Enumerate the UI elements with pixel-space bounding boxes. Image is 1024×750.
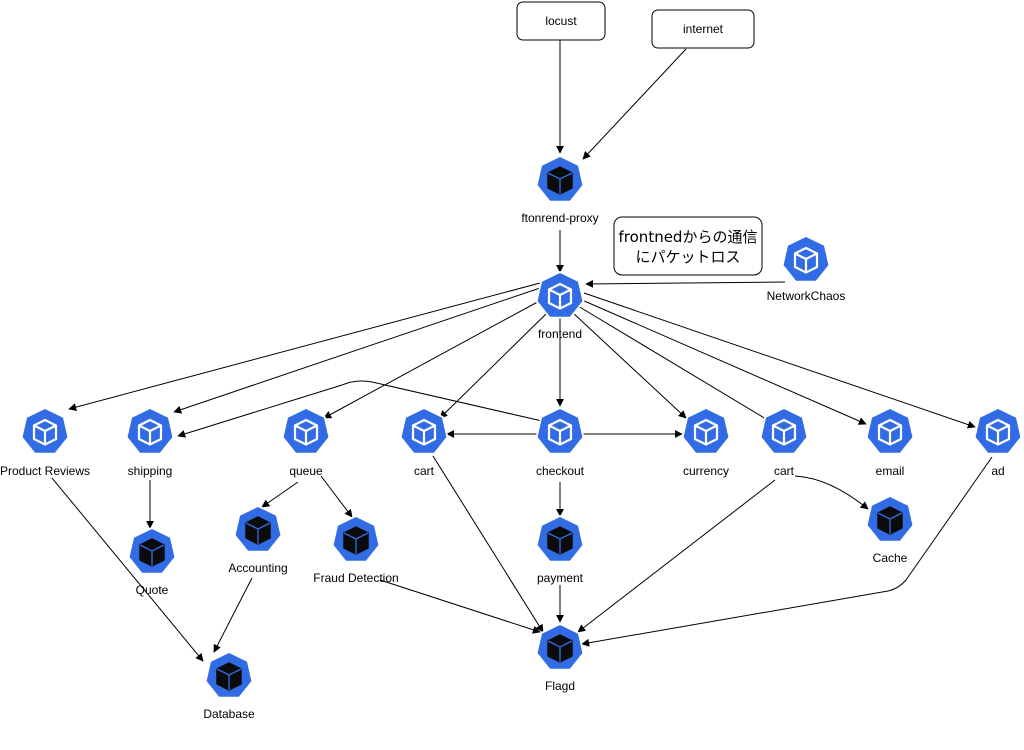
node-networkchaos[interactable]: NetworkChaos — [767, 233, 846, 303]
k8s-service-icon — [398, 405, 450, 456]
edge-frontend-queue — [323, 298, 544, 419]
k8s-service-icon — [780, 233, 832, 284]
k8s-datastore-icon — [534, 514, 586, 564]
k8s-service-icon — [680, 405, 732, 456]
k8s-datastore-icon — [534, 622, 586, 672]
edge-cart-right-flagd — [577, 479, 776, 633]
node-queue-label: queue — [289, 464, 323, 478]
k8s-service-icon — [124, 405, 176, 456]
k8s-service-icon — [19, 405, 71, 456]
edge-frontend-ad — [583, 292, 976, 429]
node-email-label: email — [876, 464, 905, 478]
node-fraud-detection-label: Fraud Detection — [313, 571, 398, 585]
node-quote[interactable]: Quote — [126, 526, 178, 597]
node-cart-right[interactable]: cart — [758, 405, 810, 478]
edge-frontend-shipping — [173, 287, 541, 414]
node-ad-label: ad — [991, 464, 1004, 478]
edge-networkchaos-frontend — [585, 279, 786, 288]
node-quote-label: Quote — [136, 583, 169, 597]
k8s-datastore-icon — [203, 650, 255, 700]
node-currency-label: currency — [683, 464, 729, 478]
edge-frontend-currency — [571, 311, 687, 419]
edge-cart-left-flagd — [432, 455, 544, 633]
node-accounting[interactable]: Accounting — [228, 504, 288, 575]
node-email[interactable]: email — [864, 405, 916, 478]
node-database-label: Database — [203, 707, 255, 721]
edge-ad-flagd — [581, 456, 993, 647]
node-queue[interactable]: queue — [280, 405, 332, 478]
node-shipping-label: shipping — [128, 464, 173, 478]
edge-queue-fraud — [320, 475, 353, 518]
k8s-service-icon — [972, 405, 1024, 456]
node-cache[interactable]: Cache — [864, 494, 916, 565]
node-fraud-detection[interactable]: Fraud Detection — [313, 514, 399, 585]
edge-frontend-email — [581, 299, 867, 425]
edge-frontend-product-reviews — [68, 282, 541, 412]
callout-line1: frontnedからの通信 — [619, 228, 758, 246]
edge-fraud-flagd — [379, 579, 541, 634]
node-checkout-label: checkout — [536, 464, 585, 478]
node-product-reviews[interactable]: Product Reviews — [0, 405, 90, 478]
k8s-service-icon — [864, 405, 916, 456]
edge-queue-accounting — [261, 481, 299, 508]
internet-box[interactable]: internet — [651, 9, 755, 49]
edge-internet-proxy — [582, 48, 687, 160]
node-payment[interactable]: payment — [534, 514, 586, 585]
node-product-reviews-label: Product Reviews — [0, 464, 90, 478]
node-checkout[interactable]: checkout — [534, 405, 586, 478]
edge-accounting-database — [213, 577, 253, 653]
edge-checkout-shipping — [177, 380, 543, 438]
k8s-datastore-icon — [864, 494, 916, 544]
node-cart-left-label: cart — [414, 464, 435, 478]
locust-box[interactable]: locust — [516, 1, 606, 41]
node-accounting-label: Accounting — [228, 561, 287, 575]
k8s-service-icon — [758, 405, 810, 456]
node-cart-left[interactable]: cart — [398, 405, 450, 478]
node-cache-label: Cache — [873, 551, 908, 565]
callout-box: frontnedからの通信 にパケットロス — [613, 216, 763, 276]
k8s-service-icon — [280, 405, 332, 456]
node-proxy[interactable]: ftonrend-proxy — [521, 154, 599, 225]
node-flagd[interactable]: Flagd — [534, 622, 586, 693]
node-networkchaos-label: NetworkChaos — [767, 289, 846, 303]
node-database[interactable]: Database — [203, 650, 255, 721]
k8s-service-icon — [534, 405, 586, 456]
edge-product-reviews-database — [51, 477, 204, 662]
node-flagd-label: Flagd — [545, 679, 575, 693]
edge-frontend-cart-left — [439, 311, 549, 419]
k8s-service-icon — [534, 269, 586, 320]
node-ad[interactable]: ad — [972, 405, 1024, 478]
k8s-datastore-icon — [534, 154, 586, 204]
k8s-datastore-icon — [126, 526, 178, 576]
node-frontend-label: frontend — [538, 327, 582, 341]
edge-cart-right-cache — [794, 475, 869, 510]
node-shipping[interactable]: shipping — [124, 405, 176, 478]
locust-label: locust — [545, 14, 577, 28]
k8s-datastore-icon — [330, 514, 382, 564]
callout-line2: にパケットロス — [635, 248, 740, 266]
node-cart-right-label: cart — [774, 464, 795, 478]
edge-frontend-cart-right — [577, 305, 772, 423]
node-proxy-label: ftonrend-proxy — [521, 211, 598, 225]
edges — [51, 40, 993, 662]
node-currency[interactable]: currency — [680, 405, 732, 478]
k8s-datastore-icon — [232, 504, 284, 554]
internet-label: internet — [683, 22, 724, 36]
node-frontend[interactable]: frontend — [534, 269, 586, 341]
node-payment-label: payment — [537, 571, 584, 585]
